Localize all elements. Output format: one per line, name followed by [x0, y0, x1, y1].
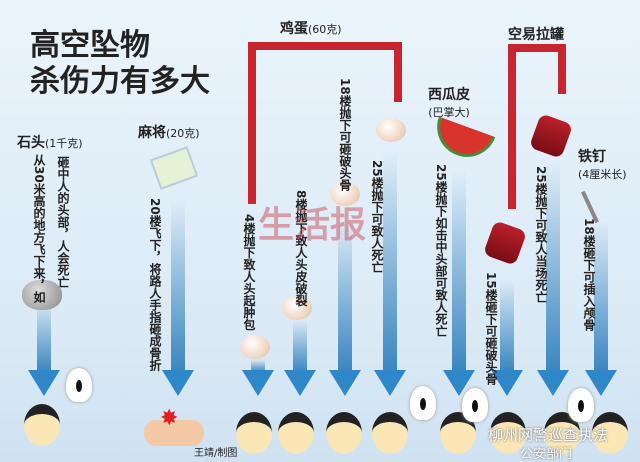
arrow-head	[329, 370, 361, 396]
ghost-icon	[66, 368, 92, 402]
head-icon	[372, 412, 408, 454]
can-bracket-top	[508, 44, 566, 52]
egg-text-18f: 18楼抛下可砸破头骨	[338, 78, 352, 191]
label-mahjong: 麻将(20克)	[138, 125, 200, 141]
arrow-shaft	[293, 320, 307, 372]
arrow-shaft	[452, 170, 466, 372]
head-icon	[278, 412, 314, 454]
arrow-shaft	[594, 220, 608, 372]
arrow-shaft	[546, 160, 560, 372]
label-egg: 鸡蛋(60克)	[280, 21, 342, 37]
injured-hand-icon	[144, 420, 204, 446]
label-nail: 铁钉(4厘米长)	[578, 149, 627, 181]
nail-text: 18楼砸下可插入颅骨	[582, 218, 596, 331]
arrow-head	[162, 370, 194, 396]
credit: 王靖/制图	[194, 448, 238, 459]
ghost-icon	[568, 388, 594, 422]
mahjong-text: 20楼飞下，将路人手指砸成骨折	[148, 198, 162, 371]
label-watermelon: 西瓜皮(巴掌大)	[428, 87, 470, 119]
egg-icon	[376, 118, 406, 142]
stone-icon	[22, 280, 62, 310]
arrow-head	[284, 370, 316, 396]
arrow-shaft	[383, 150, 397, 372]
egg-icon	[240, 335, 270, 359]
title-line-1: 高空坠物	[30, 28, 150, 63]
egg-bracket-right	[394, 42, 402, 102]
social-watermark-line-1: 柳州网警巡查执法	[488, 426, 609, 444]
label-can: 空易拉罐	[508, 27, 564, 43]
arrow-head	[28, 370, 60, 396]
mahjong-tile-icon	[149, 146, 199, 190]
arrow-shaft	[251, 360, 265, 372]
arrow-shaft	[171, 200, 185, 372]
head-icon	[24, 404, 60, 446]
title-line-2: 杀伤力有多大	[30, 64, 210, 99]
soda-can-icon	[482, 220, 528, 266]
can-bracket-right	[558, 44, 566, 94]
egg-bracket-top	[248, 42, 402, 50]
newspaper-watermark: 生活报	[258, 204, 367, 246]
ghost-icon	[462, 388, 488, 422]
watermelon-text: 25楼抛下如击中头部可致人死亡	[434, 164, 448, 337]
arrow-head	[491, 370, 523, 396]
label-stone: 石头(1千克)	[17, 135, 83, 151]
can-text-25f: 25楼抛下可致人当场死亡	[534, 166, 548, 303]
social-watermark-line-2: 公安部门	[520, 447, 573, 462]
head-icon	[236, 412, 272, 454]
soda-can-icon	[528, 113, 574, 159]
arrow-shaft	[500, 280, 514, 372]
egg-text-8f: 8楼抛下致人头皮破裂	[294, 190, 308, 307]
arrow-shaft	[338, 220, 352, 372]
can-text-15f: 15楼砸下可砸破头骨	[484, 272, 498, 385]
arrow-head	[374, 370, 406, 396]
stone-text-2: 从30米高的地方飞下来，如	[32, 154, 46, 303]
egg-text-4f: 4楼抛下致人头起肿包	[242, 214, 256, 331]
arrow-head	[242, 370, 274, 396]
ghost-icon	[410, 386, 436, 420]
egg-text-25f: 25楼抛下可致人死亡	[370, 160, 384, 273]
egg-icon	[282, 296, 312, 320]
egg-bracket-left	[248, 42, 256, 204]
stone-text-1: 砸中人的头部，人会死亡	[56, 156, 70, 288]
head-icon	[326, 412, 362, 454]
watermelon-rind-icon	[428, 116, 496, 166]
head-icon	[490, 412, 526, 454]
egg-icon	[330, 182, 360, 206]
arrow-shaft	[37, 300, 51, 372]
head-icon	[592, 412, 628, 454]
impact-icon: ✸	[160, 406, 179, 431]
arrow-head	[585, 370, 617, 396]
can-bracket-left	[508, 44, 516, 209]
arrow-head	[537, 370, 569, 396]
